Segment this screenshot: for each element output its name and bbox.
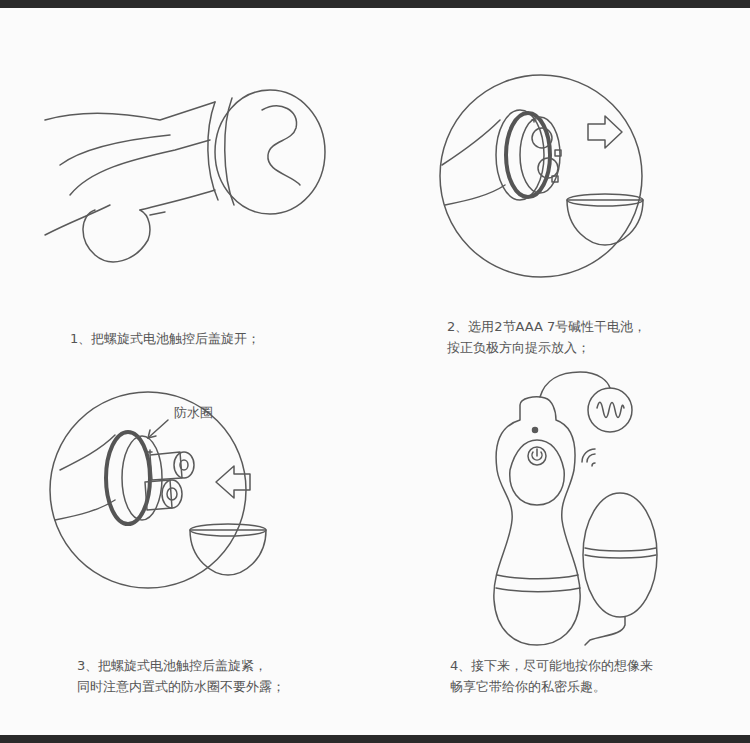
hand-opening-cap-part [45,102,215,120]
hand-opening-cap [45,90,325,262]
step-caption: 4、接下来，尽可能地按你的想像来 畅享它带给你的私密乐趣。 [450,655,700,697]
hand-opening-cap-part [45,205,110,235]
open-cap-panel-part [552,176,558,182]
remote-and-egg [494,372,657,645]
hand-opening-cap-part [262,106,300,185]
hand-opening-cap-part [225,98,234,205]
remote-and-egg-part [494,397,580,645]
remote-and-egg-part [597,402,624,417]
remote-and-egg-part [510,440,564,505]
open-cap-panel-part [538,158,558,178]
close-cap-panel-part [106,432,150,524]
remote-and-egg-part [497,575,578,579]
close-cap-panel-part [55,500,115,520]
hand-opening-cap-part [140,190,215,210]
remote-and-egg-part [582,449,595,462]
close-cap-panel-part [174,452,194,478]
close-cap-panel-part [180,460,188,470]
open-cap-panel [440,75,643,277]
hand-opening-cap-part [60,135,170,165]
hand-opening-cap-part [83,210,150,262]
remote-and-egg-part [528,447,546,465]
close-cap-panel-part [122,436,162,520]
open-cap-panel-part [555,150,561,156]
hand-opening-cap-part [70,140,210,195]
open-cap-panel-part [440,75,642,277]
close-cap-panel-part [162,480,182,508]
remote-and-egg-part [592,463,595,466]
open-cap-panel-part [567,194,643,206]
part-label: 防水圈 [174,402,213,423]
close-cap-panel-part [50,392,246,588]
remote-and-egg-part [585,555,656,558]
remote-and-egg-part [533,428,538,433]
close-cap-panel-part [167,488,177,500]
step-caption: 1、把螺旋式电池触控后盖旋开； [70,328,260,349]
open-cap-panel-part [532,128,552,148]
open-cap-panel-part [588,116,622,148]
open-cap-panel-part [520,117,560,193]
step-caption: 2、选用2节AAA 7号碱性干电池， 按正负极方向提示放入； [447,316,679,358]
remote-and-egg-part [587,454,595,462]
remote-and-egg-part [585,548,656,551]
close-cap-panel-part [145,480,172,510]
remote-and-egg-part [588,388,632,432]
hand-opening-cap-part [150,212,165,215]
close-cap-panel-part [148,420,168,438]
open-cap-panel-part [532,118,536,122]
remote-and-egg-part [540,372,610,397]
remote-and-egg-part [583,493,657,617]
close-cap-panel-part [148,430,156,438]
hand-opening-cap-part [208,102,218,200]
hand-opening-cap-part [215,90,325,214]
open-cap-panel-part [445,185,505,205]
close-cap-panel-part [216,466,250,498]
bottom-bar [0,735,750,743]
remote-and-egg-part [532,449,542,460]
remote-and-egg-part [496,588,580,592]
top-bar [0,0,750,8]
close-cap-panel [50,392,266,588]
step-caption: 3、把螺旋式电池触控后盖旋紧， 同时注意内置式的防水圈不要外露； [77,655,327,697]
remote-and-egg-part [585,617,625,645]
close-cap-panel-part [148,450,152,454]
close-cap-panel-part [190,524,266,536]
open-cap-panel-part [442,120,500,165]
